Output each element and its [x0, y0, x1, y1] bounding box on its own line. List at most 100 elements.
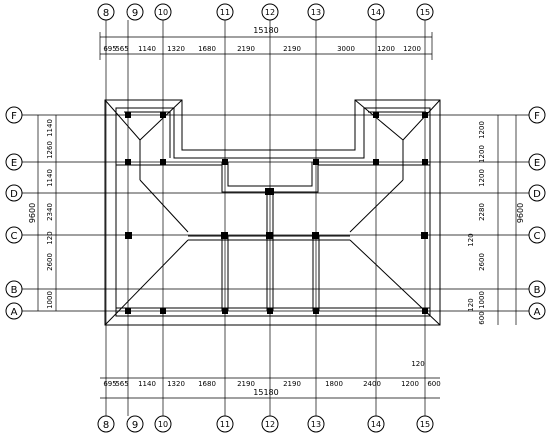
axis-label: 8 [103, 8, 109, 19]
left-axis-bubbles: F E D C B A [5, 106, 23, 320]
axis-bubble [528, 106, 546, 124]
column [125, 232, 132, 239]
axis-label: 8 [103, 420, 109, 431]
axis-label: B [534, 285, 541, 296]
axis-bubble [528, 302, 546, 320]
left-dim: 1140 [46, 169, 54, 187]
column [373, 159, 379, 165]
right-dim: 1200 [478, 169, 486, 187]
top-dim: 1140 [138, 45, 156, 53]
bottom-dim: 1140 [138, 380, 156, 388]
top-dimensions: 15180 695 565 1140 1320 1680 2190 2190 3… [99, 26, 433, 60]
right-dimensions: 9600 1200 1200 1200 2280 120 2600 1000 1… [467, 115, 525, 325]
top-dim: 1320 [167, 45, 185, 53]
bottom-dim: 2400 [363, 380, 381, 388]
left-dim: 2340 [46, 203, 54, 221]
top-dim: 2190 [237, 45, 255, 53]
bottom-dim: 565 [115, 380, 128, 388]
axis-label: 10 [158, 8, 168, 17]
axis-label: 9 [132, 420, 138, 431]
column [422, 308, 428, 314]
axis-bubble [97, 415, 115, 433]
axis-bubble [126, 3, 144, 21]
hip-line-r2 [349, 179, 404, 233]
axis-bubble [5, 226, 23, 244]
axis-label: F [11, 111, 17, 122]
axis-bubble [528, 226, 546, 244]
column [422, 112, 428, 118]
bottom-dimensions: 695 565 1140 1320 1680 2190 2190 1800 24… [100, 360, 441, 399]
axis-bubble [416, 415, 434, 433]
axis-bubble [5, 280, 23, 298]
bottom-dim: 120 [411, 360, 424, 368]
bottom-dim: 1200 [401, 380, 419, 388]
top-dim: 2190 [283, 45, 301, 53]
left-dimensions: 9600 1140 1260 1140 2340 120 2600 1000 [28, 115, 57, 311]
horizontal-grid-lines [22, 114, 538, 312]
column [373, 112, 379, 118]
axis-label: 14 [371, 420, 381, 429]
bottom-dim: 600 [427, 380, 440, 388]
axis-label: F [534, 111, 540, 122]
axis-label: 11 [220, 420, 230, 429]
column [313, 308, 319, 314]
top-dim: 3000 [337, 45, 355, 53]
column [160, 112, 166, 118]
axis-bubble [97, 3, 115, 21]
axis-label: 13 [311, 8, 321, 17]
column [160, 308, 166, 314]
axis-label: A [534, 307, 541, 318]
column [222, 308, 228, 314]
axis-bubble [416, 3, 434, 21]
bottom-dim: 1800 [325, 380, 343, 388]
left-dim: 1260 [46, 141, 54, 159]
axis-bubble [5, 184, 23, 202]
axis-bubble [528, 280, 546, 298]
axis-bubble [307, 415, 325, 433]
axis-bubble [5, 106, 23, 124]
axis-label: C [11, 231, 18, 242]
axis-bubble [367, 3, 385, 21]
top-total-dim: 15180 [253, 26, 278, 35]
bottom-axis-bubbles: 8 9 10 11 12 13 14 15 [97, 415, 434, 433]
bottom-dim: 1320 [167, 380, 185, 388]
bottom-dim: 2190 [283, 380, 301, 388]
building-walls [104, 99, 441, 326]
column [265, 188, 274, 195]
right-axis-bubbles: F E D C B A [528, 106, 546, 320]
top-dim: 1680 [198, 45, 216, 53]
column [222, 159, 228, 165]
hip-line-tr [402, 99, 441, 141]
right-dim: 2600 [478, 253, 486, 271]
column [125, 308, 131, 314]
axis-bubble [126, 415, 144, 433]
column [313, 159, 319, 165]
top-dim: 695 [103, 45, 116, 53]
column [422, 159, 428, 165]
column [125, 112, 131, 118]
top-axis-bubbles: 8 9 10 11 12 13 14 15 [97, 3, 434, 21]
bottom-dim: 695 [103, 380, 116, 388]
vertical-grid-lines [105, 20, 426, 416]
hip-line-tl2 [139, 99, 183, 141]
right-dim: 600 [478, 311, 486, 324]
left-dim: 1000 [46, 291, 54, 309]
right-dim: 120 [467, 298, 475, 311]
top-dim: 1200 [403, 45, 421, 53]
right-dim: 1000 [478, 291, 486, 309]
column [266, 232, 273, 239]
axis-label: B [11, 285, 18, 296]
axis-bubble [261, 3, 279, 21]
column [221, 232, 228, 239]
bottom-dim: 2190 [237, 380, 255, 388]
axis-label: 9 [132, 8, 138, 19]
axis-label: 14 [371, 8, 381, 17]
bottom-dim: 1680 [198, 380, 216, 388]
axis-bubble [5, 153, 23, 171]
wing-left [124, 111, 171, 158]
axis-label: 12 [265, 420, 275, 429]
column [160, 159, 166, 165]
axis-bubble [216, 3, 234, 21]
axis-bubble [154, 3, 172, 21]
hip-line-tl [104, 99, 141, 141]
